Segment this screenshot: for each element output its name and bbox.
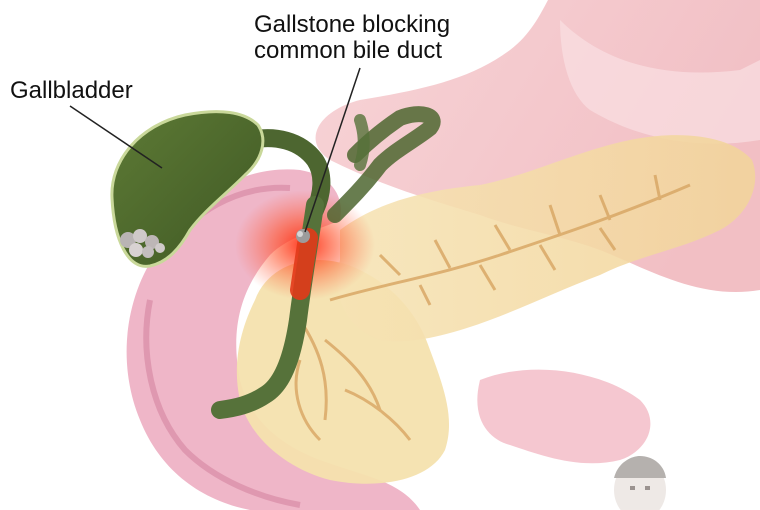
inflamed-duct-segment	[300, 238, 308, 290]
lower-bowel	[477, 370, 650, 464]
gallstone-in-duct	[296, 229, 310, 243]
gallbladder-label: Gallbladder	[10, 78, 133, 104]
gallstone-label-line2: common bile duct	[254, 38, 450, 64]
gallstone-label-line1: Gallstone blocking	[254, 12, 450, 38]
watermark-portrait	[614, 456, 666, 510]
hepatic-duct-2	[360, 120, 364, 165]
gallstone-label: Gallstone blocking common bile duct	[254, 12, 450, 64]
